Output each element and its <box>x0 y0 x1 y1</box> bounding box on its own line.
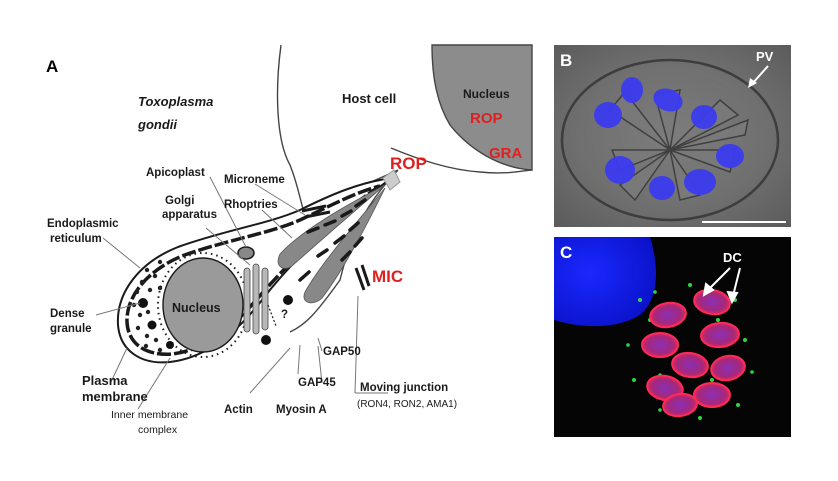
label-rhoptries: Rhoptries <box>224 199 278 211</box>
organism-name-line1: Toxoplasma <box>138 94 213 109</box>
pv-label: PV <box>756 49 774 64</box>
golgi-apparatus <box>244 264 268 334</box>
label-microneme: Microneme <box>224 174 285 186</box>
label-plasma-1: Plasma <box>82 373 128 388</box>
label-imc-2: complex <box>138 424 178 436</box>
label-dense-2: granule <box>50 323 92 335</box>
host-cell-label: Host cell <box>342 91 396 106</box>
organism-name-line2: gondii <box>137 117 177 132</box>
host-rop-label: ROP <box>470 110 503 127</box>
label-moving-1: Moving junction <box>360 382 448 394</box>
host-gra-label: GRA <box>489 145 523 162</box>
label-dense-1: Dense <box>50 308 85 320</box>
panel-a-letter: A <box>46 57 58 76</box>
dc-label: DC <box>723 250 742 265</box>
label-actin: Actin <box>224 404 253 416</box>
panel-c-letter: C <box>560 243 572 262</box>
nucleus-label: Nucleus <box>172 301 221 315</box>
panel-b-letter: B <box>560 51 572 70</box>
label-gap50: GAP50 <box>323 346 361 358</box>
label-er-2: reticulum <box>50 233 102 245</box>
label-moving-2: (RON4, RON2, AMA1) <box>357 399 457 410</box>
label-imc-1: Inner membrane <box>111 409 188 421</box>
apical-tip <box>383 170 400 190</box>
panel-b: B PV <box>554 45 791 227</box>
panel-c: C DC <box>554 237 791 437</box>
dotted-arrow <box>268 305 276 326</box>
question-mark: ? <box>281 309 288 321</box>
label-gap45: GAP45 <box>298 377 336 389</box>
label-myosin: Myosin A <box>276 404 327 416</box>
mic-label: MIC <box>372 267 403 286</box>
panel-a: A Nucleus ROP GRA Host cell Toxoplasma g… <box>46 45 532 436</box>
rop-label: ROP <box>390 154 427 173</box>
label-plasma-2: membrane <box>82 389 148 404</box>
host-nucleus-label: Nucleus <box>463 87 510 101</box>
label-golgi-1: Golgi <box>165 195 194 207</box>
label-apicoplast: Apicoplast <box>146 167 205 179</box>
label-er-1: Endoplasmic <box>47 218 119 230</box>
label-golgi-2: apparatus <box>162 209 217 221</box>
